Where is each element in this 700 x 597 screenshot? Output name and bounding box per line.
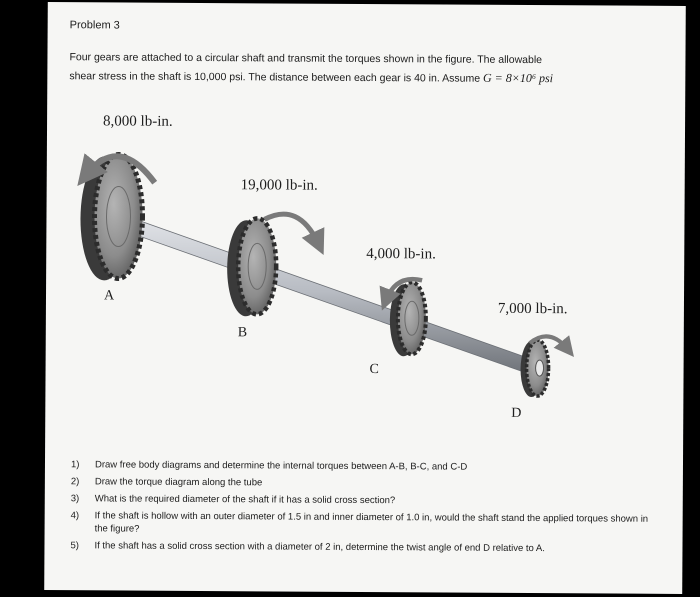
gear-label-d: D xyxy=(511,405,522,421)
gear-label-c: C xyxy=(369,362,379,378)
torque-arrow-a xyxy=(77,153,158,186)
torque-label-c: 4,000 lb-in. xyxy=(366,246,436,263)
gear-b xyxy=(227,216,279,317)
gear-shaft-figure xyxy=(77,151,574,398)
gear-c xyxy=(389,280,428,357)
gear-label-b: B xyxy=(237,325,248,341)
problem-sheet: Problem 3 Four gears are attached to a c… xyxy=(44,2,686,594)
torque-label-b: 19,000 lb-in. xyxy=(240,177,318,194)
question-item: 4)If the shaft is hollow with an outer d… xyxy=(70,510,649,535)
question-item: 3)What is the required diameter of the s… xyxy=(70,493,396,507)
torque-arrow-d xyxy=(528,334,574,358)
gear-d xyxy=(520,338,551,398)
question-list: 1)Draw free body diagrams and determine … xyxy=(70,458,661,560)
torque-arrow-b xyxy=(263,211,325,256)
gear-label-a: A xyxy=(103,288,115,304)
question-item: 5)If the shaft has a solid cross section… xyxy=(70,540,545,555)
question-item: 1)Draw free body diagrams and determine … xyxy=(70,459,468,473)
shaft xyxy=(99,207,535,375)
question-item: 2)Draw the torque diagram along the tube xyxy=(70,476,263,489)
torque-label-d: 7,000 lb-in. xyxy=(497,300,568,318)
torque-arrow-c xyxy=(379,277,423,311)
torque-label-a: 8,000 lb-in. xyxy=(103,113,173,130)
